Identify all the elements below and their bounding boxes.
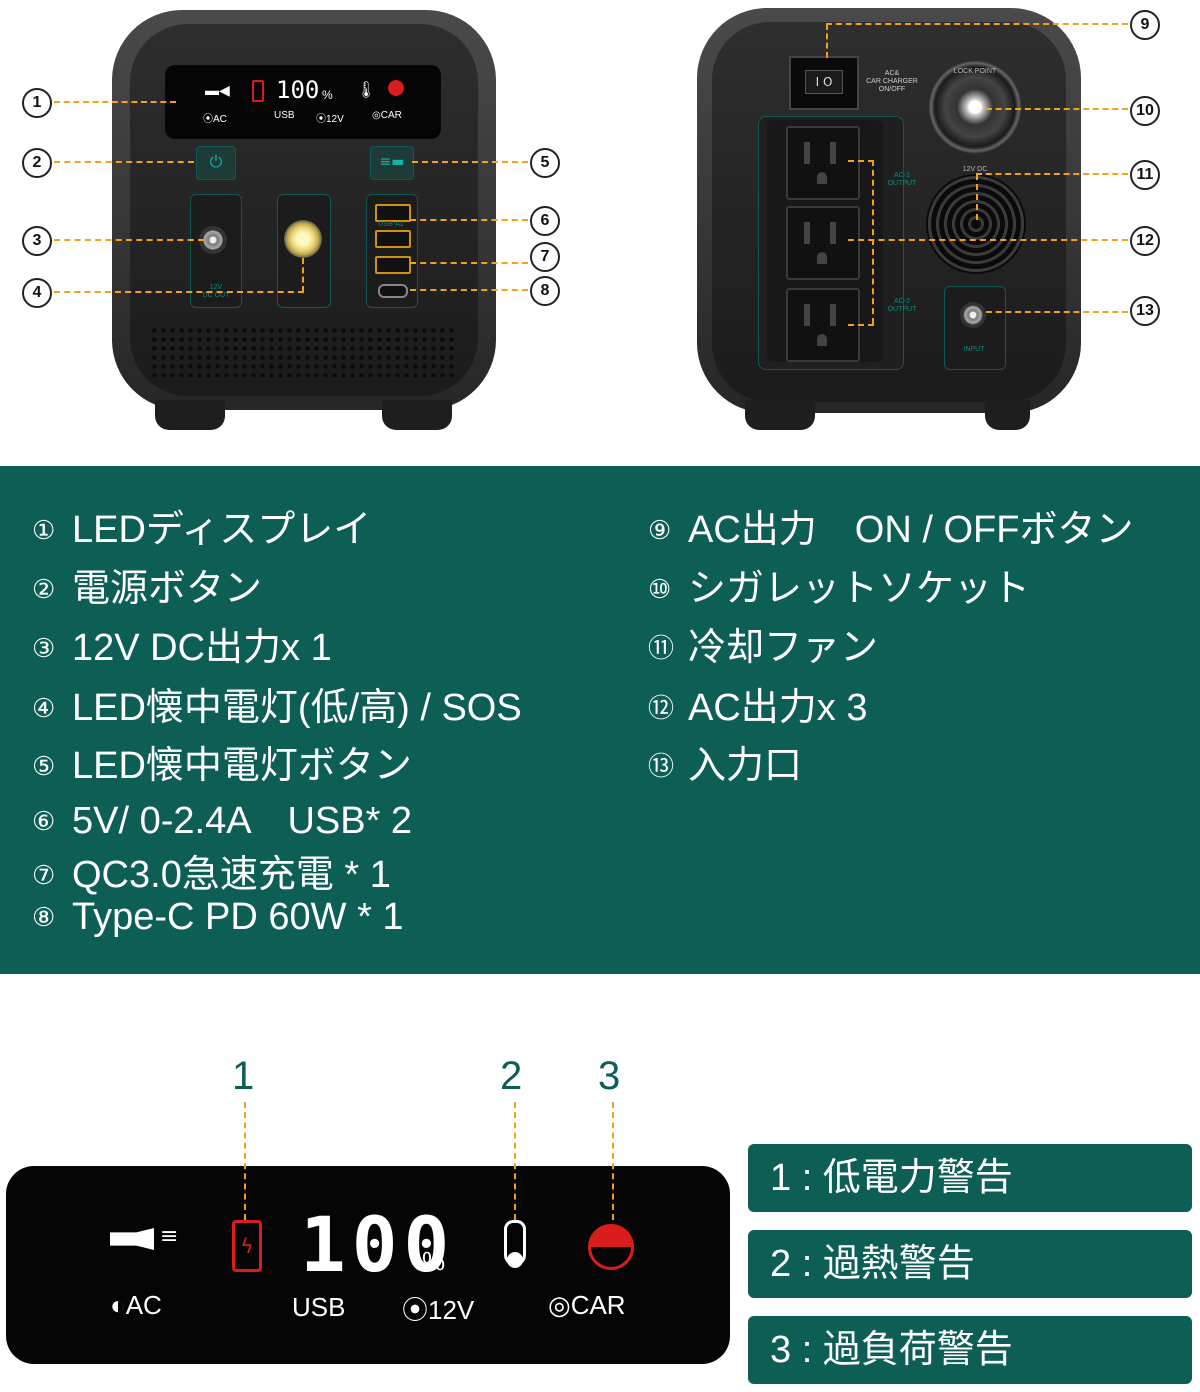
callout-11: 11 xyxy=(1130,160,1160,190)
overload-gauge-icon xyxy=(588,1224,634,1270)
warning-low-power: 1 : 低電力警告 xyxy=(748,1144,1192,1212)
input-panel xyxy=(944,286,1006,370)
usb-a1-label: USB-A1 xyxy=(378,221,404,228)
callout-9: 9 xyxy=(1130,10,1160,40)
power-button[interactable]: ⏻ xyxy=(196,146,236,180)
lcd-usb: USB xyxy=(274,110,295,121)
lcd-percent: 100 xyxy=(276,76,320,104)
ac-outlet-1[interactable] xyxy=(786,126,860,200)
overload-icon xyxy=(388,80,404,96)
callout-8: 8 xyxy=(530,276,560,306)
type-c-port[interactable] xyxy=(378,284,408,298)
ac2-label: AC-2 OUTPUT xyxy=(887,298,917,313)
callout-10: 10 xyxy=(1130,96,1160,126)
thermometer-icon: 🌡 xyxy=(356,82,377,99)
lock-label: LOCK POINT xyxy=(953,68,997,75)
percent-unit: % xyxy=(422,1246,446,1276)
qc-usb-port[interactable] xyxy=(375,256,411,274)
legend-band xyxy=(0,466,1200,974)
lcd-ac: ⦿AC xyxy=(203,114,227,125)
usb-label: USB xyxy=(292,1292,346,1322)
callout-7: 7 xyxy=(530,242,560,272)
dc-out-label: 12V DC OUT xyxy=(202,284,230,299)
switch-label: AC& CAR CHARGER ON/OFF xyxy=(866,70,918,93)
callout-4: 4 xyxy=(22,278,52,308)
lcd-unit: % xyxy=(322,88,333,102)
usb-a1-port[interactable] xyxy=(375,204,411,222)
percent-value: 100 xyxy=(300,1200,456,1289)
input-label: INPUT xyxy=(963,346,985,353)
ac1-label: AC-1 OUTPUT xyxy=(887,172,917,187)
ac-icon-label: ◐AC xyxy=(110,1290,162,1320)
cigarette-socket[interactable] xyxy=(928,60,1022,154)
usb-a2-port[interactable] xyxy=(375,230,411,248)
flashlight-icon-big xyxy=(110,1228,154,1250)
callout-12: 12 xyxy=(1130,226,1160,256)
display-marker-2: 2 xyxy=(500,1054,523,1098)
low-battery-icon: ϟ xyxy=(232,1220,262,1272)
input-port[interactable] xyxy=(960,302,986,328)
lcd-12v: ⦿12V xyxy=(316,114,344,125)
ac-switch[interactable]: I O xyxy=(789,56,859,110)
dc12-label: 12V DC xyxy=(962,166,988,173)
callout-5: 5 xyxy=(530,148,560,178)
lcd-car: ◎CAR xyxy=(372,110,402,121)
thermometer-bulb xyxy=(507,1252,523,1268)
flashlight-button[interactable]: ≡▬ xyxy=(370,146,414,180)
battery-icon xyxy=(252,80,264,102)
callout-3: 3 xyxy=(22,226,52,256)
car-icon-label: ◎CAR xyxy=(548,1290,626,1320)
flashlight-icon: ▬◀ xyxy=(205,82,230,98)
callout-2: 2 xyxy=(22,148,52,178)
flashlight-rays-icon: ≡ xyxy=(160,1224,179,1249)
front-lcd xyxy=(165,65,441,139)
callout-13: 13 xyxy=(1130,296,1160,326)
display-marker-3: 3 xyxy=(598,1054,621,1098)
warning-overload: 3 : 過負荷警告 xyxy=(748,1316,1192,1384)
front-vent xyxy=(150,326,456,382)
flashlight-lens xyxy=(284,220,322,258)
warning-overheat: 2 : 過熱警告 xyxy=(748,1230,1192,1298)
ac-outlet-2[interactable] xyxy=(786,206,860,280)
callout-1: 1 xyxy=(22,88,52,118)
display-marker-1: 1 xyxy=(232,1054,255,1098)
callout-6: 6 xyxy=(530,206,560,236)
v12-icon-label: ⦿12V xyxy=(402,1295,475,1325)
